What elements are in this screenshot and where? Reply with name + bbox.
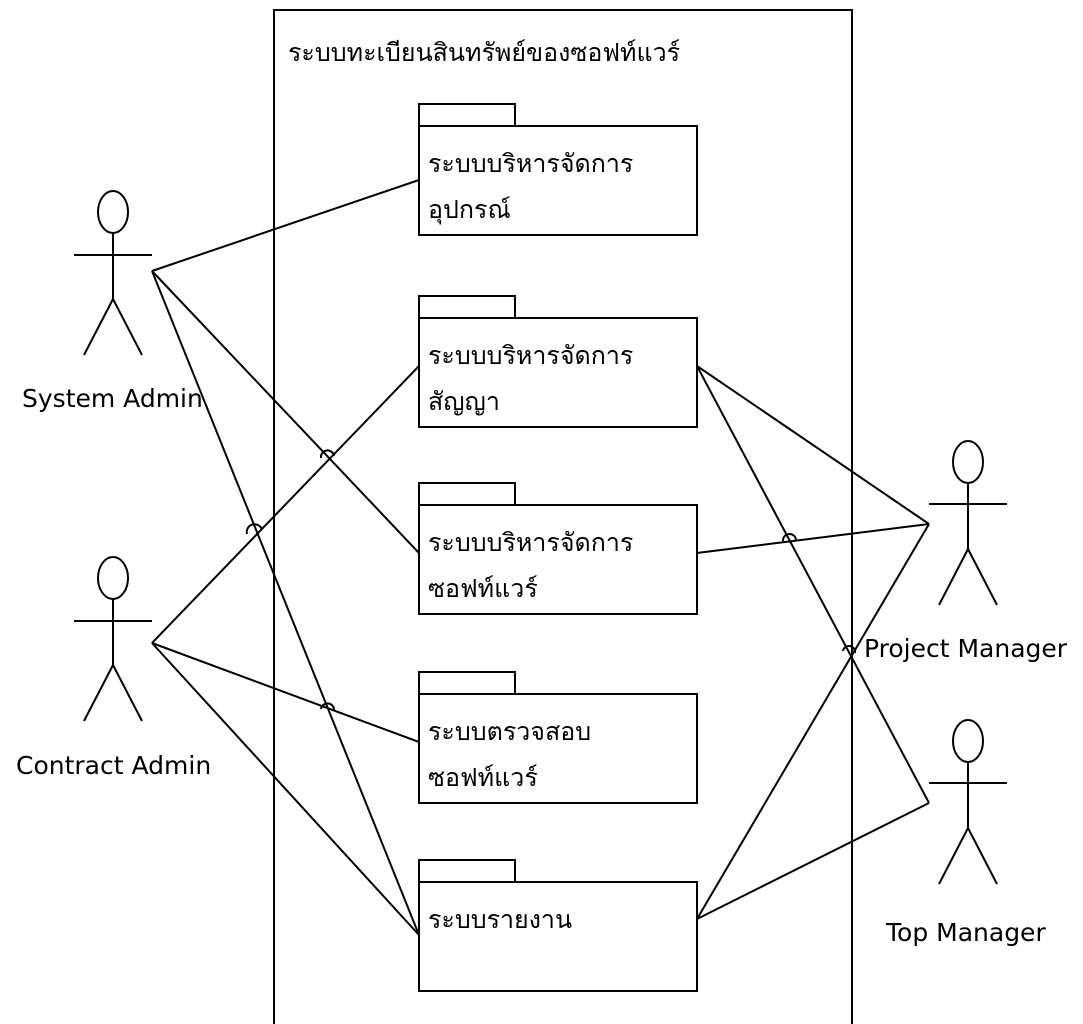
actor-label: Contract Admin	[16, 751, 211, 780]
actor-label: System Admin	[22, 384, 203, 413]
line-hop	[320, 702, 336, 712]
line-hop	[245, 523, 263, 535]
package-audit[interactable]: ระบบตรวจสอบ ซอฟท์แวร์	[418, 671, 698, 804]
assoc-project-manager-report	[696, 523, 930, 920]
package-label: ระบบบริหารจัดการ	[428, 528, 633, 557]
line-hops	[245, 449, 857, 712]
package-body	[418, 125, 698, 236]
system-boundary-box	[273, 9, 853, 1024]
package-contract[interactable]: ระบบบริหารจัดการ สัญญา	[418, 295, 698, 428]
assoc-system-admin-equipment	[151, 179, 420, 272]
package-body	[418, 881, 698, 992]
package-software[interactable]: ระบบบริหารจัดการ ซอฟท์แวร์	[418, 482, 698, 615]
stick-figure-icon	[74, 556, 152, 722]
actor-top-manager[interactable]: Top Manager	[885, 719, 1046, 947]
package-body	[418, 504, 698, 615]
actor-contract-admin[interactable]: Contract Admin	[16, 556, 211, 780]
package-equipment[interactable]: ระบบบริหารจัดการ อุปกรณ์	[418, 103, 698, 236]
package-body	[418, 317, 698, 428]
stick-figure-icon	[929, 719, 1007, 885]
package-tab	[418, 482, 516, 506]
system-boundary: ระบบทะเบียนสินทรัพย์ของซอฟท์แวร์	[273, 9, 853, 1024]
assoc-contract-admin-contract	[151, 365, 420, 644]
package-report[interactable]: ระบบรายงาน	[418, 859, 698, 992]
line-hop	[842, 644, 857, 654]
line-hop	[319, 449, 335, 459]
package-label: ซอฟท์แวร์	[428, 763, 538, 792]
package-label: สัญญา	[428, 387, 500, 416]
actor-label: Project Manager	[864, 634, 1068, 663]
package-body	[418, 693, 698, 804]
package-label: ซอฟท์แวร์	[428, 574, 538, 603]
package-label: ระบบรายงาน	[428, 905, 572, 934]
line-hop	[782, 533, 797, 542]
stick-figure-icon	[929, 440, 1007, 606]
package-label: อุปกรณ์	[428, 195, 511, 225]
package-tab	[418, 103, 516, 127]
associations	[151, 179, 930, 936]
actor-system-admin[interactable]: System Admin	[22, 190, 203, 413]
actor-label: Top Manager	[885, 918, 1046, 947]
package-tab	[418, 295, 516, 319]
stick-figure-icon	[74, 190, 152, 356]
assoc-project-manager-software	[696, 523, 930, 554]
package-label: ระบบบริหารจัดการ	[428, 341, 633, 370]
actor-project-manager[interactable]: Project Manager	[864, 440, 1068, 663]
assoc-contract-admin-report	[151, 642, 420, 936]
package-tab	[418, 671, 516, 695]
package-label: ระบบตรวจสอบ	[428, 717, 591, 746]
assoc-project-manager-contract	[696, 365, 930, 525]
assoc-system-admin-report	[151, 270, 420, 936]
system-title: ระบบทะเบียนสินทรัพย์ของซอฟท์แวร์	[288, 38, 680, 67]
package-label: ระบบบริหารจัดการ	[428, 149, 633, 178]
assoc-top-manager-contract	[696, 365, 930, 804]
assoc-system-admin-software	[151, 270, 420, 554]
assoc-contract-admin-audit	[151, 642, 420, 743]
package-tab	[418, 859, 516, 883]
assoc-top-manager-report	[696, 802, 930, 920]
